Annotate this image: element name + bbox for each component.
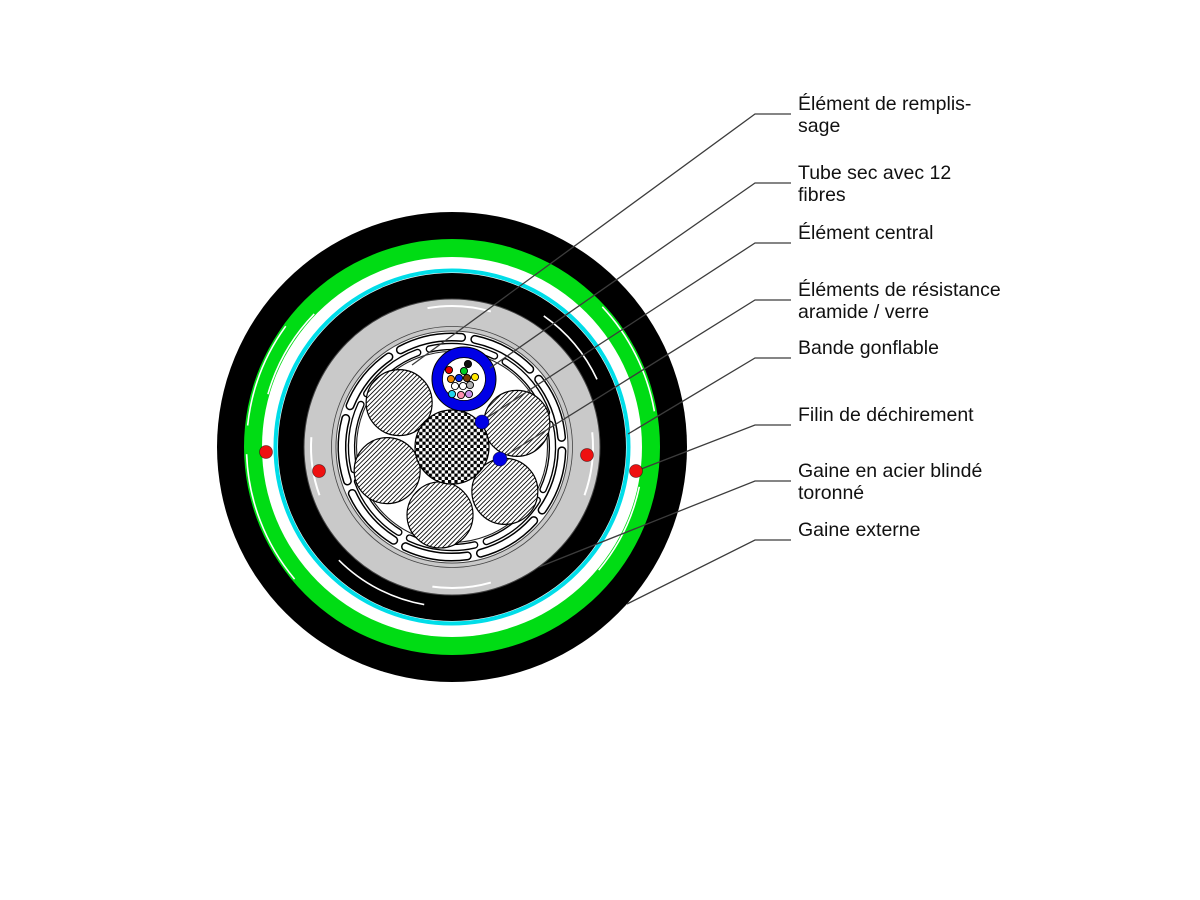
filler-element-circle	[353, 436, 421, 505]
filler-element-circle	[483, 389, 551, 458]
tape-seam-arc	[432, 581, 492, 589]
capsule-arc	[471, 336, 533, 373]
leader-line-elements-resistance	[499, 299, 791, 460]
fiber-yellow	[470, 372, 480, 382]
fiber-blue	[454, 373, 464, 383]
filler-element-circle	[365, 369, 433, 437]
ripcord-dot	[259, 445, 273, 459]
tape-seam-arc	[245, 454, 296, 580]
leader-line-bande-gonflable	[627, 357, 791, 435]
aramid-dot	[474, 414, 490, 430]
tape-seam-arc	[267, 313, 315, 395]
capsule-arc	[539, 447, 565, 514]
capsule-arc	[347, 353, 392, 409]
leader-line-gaine-externe	[626, 539, 791, 605]
fiber-brown	[462, 373, 472, 383]
ripcord-dot	[580, 448, 594, 462]
leader-line-element-central	[481, 242, 791, 422]
capsule-arc	[535, 376, 565, 441]
tape-seam-arc	[583, 432, 594, 496]
bande-gonflable-cyan-circle	[273, 268, 631, 626]
capsule-arc	[477, 517, 537, 557]
tape-seam-arc	[310, 437, 321, 496]
fiber-white	[450, 381, 460, 391]
ripcord-dot	[312, 464, 326, 478]
fiber-green	[459, 366, 469, 376]
aramid-dot	[492, 451, 508, 467]
element-central-circle	[414, 409, 490, 485]
capsule-arc	[540, 421, 555, 492]
fiber-slate	[465, 380, 475, 390]
leader-line-tube-sec	[489, 182, 791, 369]
armor-inner-line	[331, 326, 573, 568]
capsule-arc	[402, 543, 471, 560]
tape-seam-arc	[338, 559, 425, 606]
capsule-arc	[349, 490, 397, 544]
tape-seam-arc	[598, 486, 641, 571]
leader-line-filin-dechirement	[635, 424, 791, 472]
fiber-red	[444, 365, 454, 375]
fiber-aqua	[447, 389, 457, 399]
tape-seam-arc	[246, 325, 287, 426]
leader-line-element-remplissage	[411, 113, 791, 366]
capsule-arc	[397, 334, 465, 353]
filler-element-circle	[406, 481, 474, 549]
ripcord-dot	[629, 464, 643, 478]
tape-seam-arc	[543, 315, 598, 380]
capsule-arc	[339, 415, 351, 484]
fiber-violet	[464, 389, 474, 399]
tape-seam-arc	[601, 306, 656, 412]
fiber-black	[463, 359, 473, 369]
fiber-orange	[446, 374, 456, 384]
fiber-white	[458, 381, 468, 391]
capsule-arc	[349, 402, 364, 473]
fiber-rose	[456, 390, 466, 400]
leader-line-gaine-acier	[538, 480, 791, 568]
